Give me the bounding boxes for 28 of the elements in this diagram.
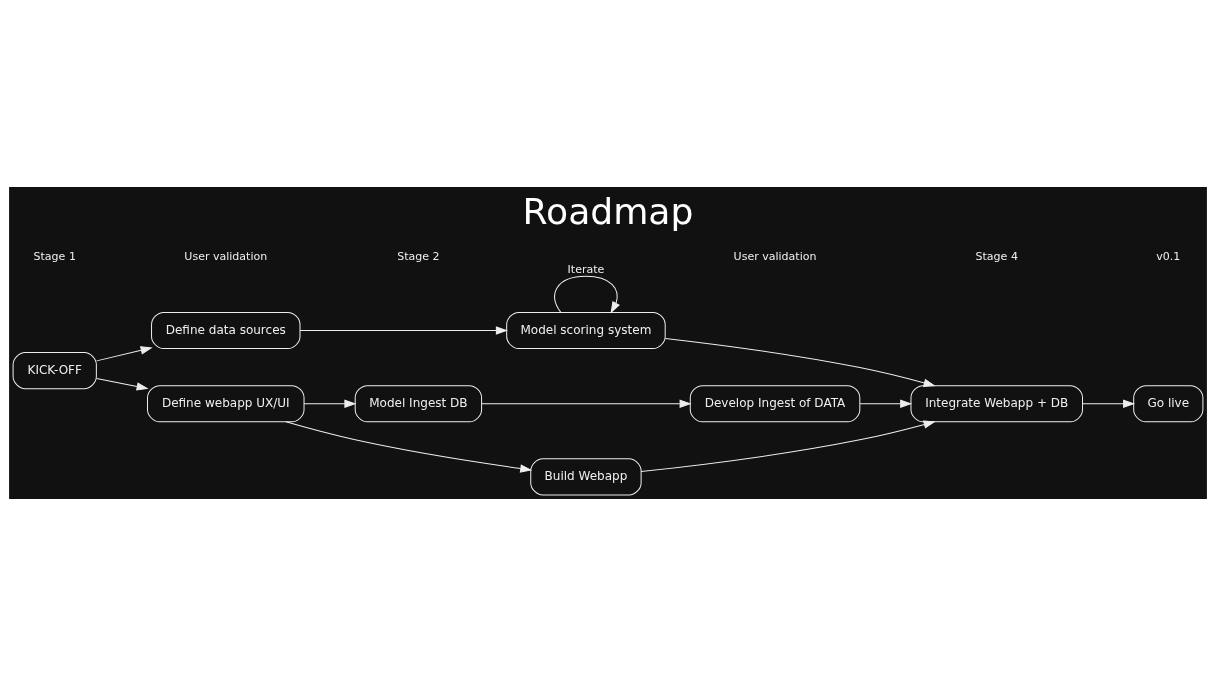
arrow [96, 377, 148, 390]
label: User validation [184, 249, 268, 263]
arrow [285, 420, 532, 473]
node-box: Define webapp UX/UI [147, 384, 305, 422]
arrow [96, 345, 152, 361]
arrow [299, 325, 507, 334]
node-box: Model Ingest DB [354, 384, 483, 422]
arrow [859, 399, 912, 408]
node-box: Develop Ingest of DATA [689, 384, 861, 422]
arrow [664, 337, 935, 387]
node-box: Go live [1133, 384, 1204, 422]
label: User validation [733, 249, 817, 263]
label: Stage 4 [975, 249, 1018, 263]
node-box: Integrate Webapp + DB [910, 384, 1083, 422]
label: v0.1 [1156, 249, 1181, 263]
label: Stage 2 [397, 249, 440, 263]
arrow [303, 399, 356, 408]
node-box: Model scoring system [506, 311, 666, 349]
arrow [1082, 399, 1135, 408]
arrow [640, 420, 935, 472]
edge-label: Iterate [567, 262, 605, 276]
label: Stage 1 [33, 249, 76, 263]
arrow [554, 275, 620, 313]
diagram-title: Roadmap [522, 189, 694, 233]
arrow [481, 399, 691, 408]
node-box: Build Webapp [530, 457, 642, 495]
node-box: Define data sources [151, 311, 301, 349]
node-box: KICK-OFF [12, 351, 97, 389]
